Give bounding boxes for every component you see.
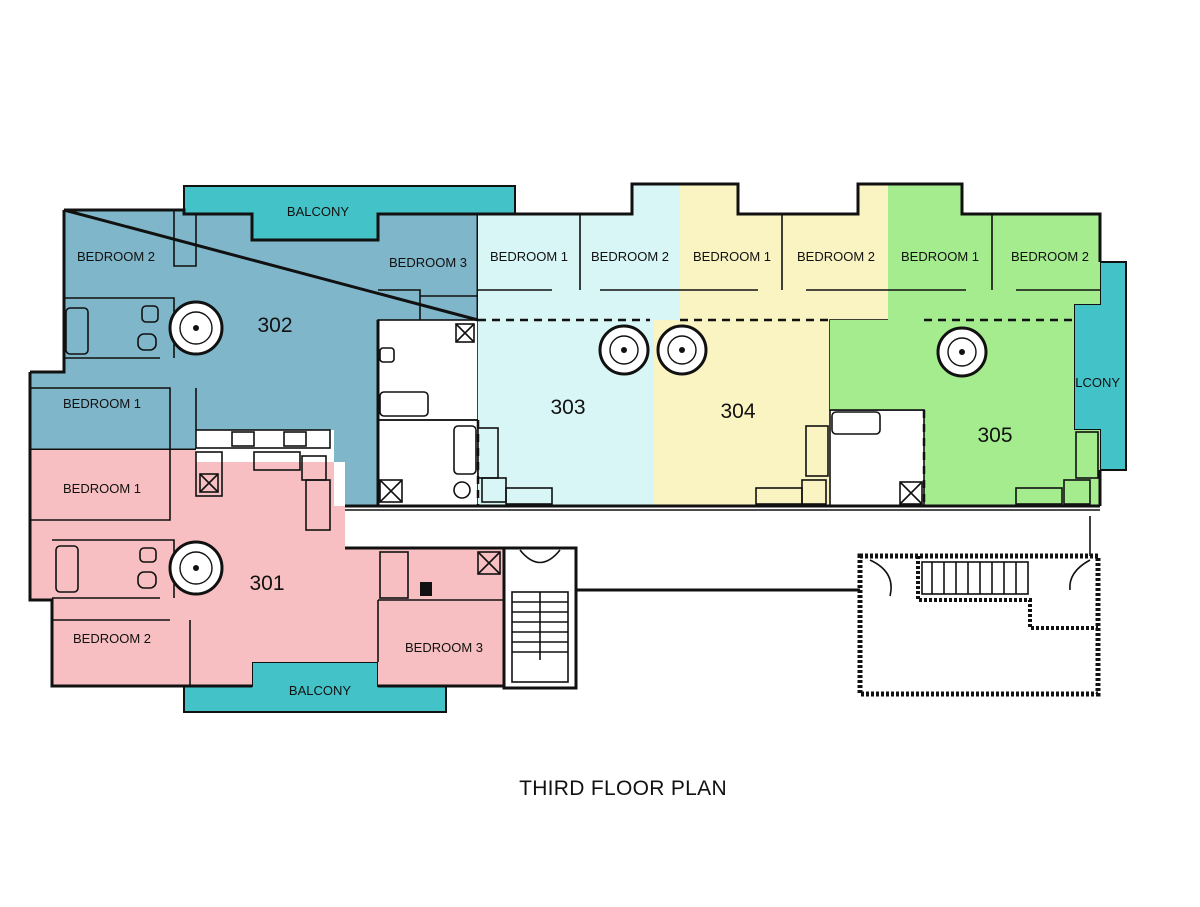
u305-bedroom2-label: BEDROOM 2: [1011, 249, 1089, 264]
balcony-301-label: BALCONY: [289, 683, 351, 698]
stairwell-left: [502, 546, 578, 690]
unit-302: BEDROOM 2 BEDROOM 3 BEDROOM 1 302: [28, 208, 480, 507]
balcony-302-label: BALCONY: [287, 204, 349, 219]
unit-305: BEDROOM 1 BEDROOM 2 305: [829, 182, 1102, 507]
u303-number: 303: [550, 396, 585, 419]
u305-bedroom1-label: BEDROOM 1: [901, 249, 979, 264]
u301-number: 301: [249, 572, 284, 595]
u301-bedroom2-label: BEDROOM 2: [73, 631, 151, 646]
u302-bedroom1-label: BEDROOM 1: [63, 396, 141, 411]
plan-title: THIRD FLOOR PLAN: [519, 777, 727, 800]
u304-number: 304: [720, 400, 755, 423]
u302-bedroom3-label: BEDROOM 3: [389, 255, 467, 270]
unit-303: BEDROOM 1 BEDROOM 2 303: [476, 182, 680, 506]
unit-301: BEDROOM 1 BEDROOM 2 BEDROOM 3 301: [28, 450, 506, 688]
stairwell-right: [857, 553, 1101, 697]
u301-bedroom1-label: BEDROOM 1: [63, 481, 141, 496]
u304-bedroom1-label: BEDROOM 1: [693, 249, 771, 264]
u301-bedroom3-label: BEDROOM 3: [405, 640, 483, 655]
u304-bedroom2-label: BEDROOM 2: [797, 249, 875, 264]
corridor: [345, 504, 1100, 592]
u303-bedroom1-label: BEDROOM 1: [490, 249, 568, 264]
u302-number: 302: [257, 314, 292, 337]
u305-number: 305: [977, 424, 1012, 447]
u302-bedroom2-label: BEDROOM 2: [77, 249, 155, 264]
u303-bedroom2-label: BEDROOM 2: [591, 249, 669, 264]
